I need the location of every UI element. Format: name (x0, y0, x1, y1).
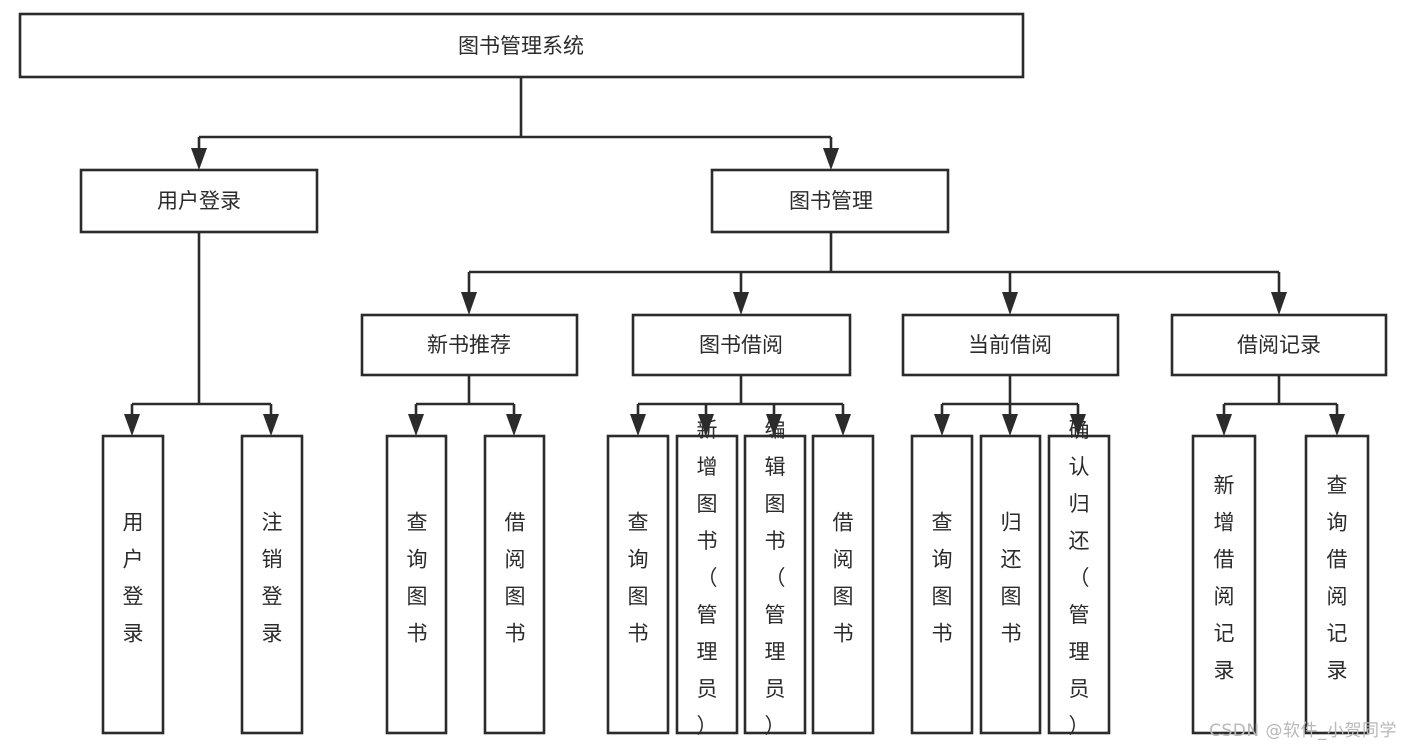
arrow-head-leaf-edit-book (766, 414, 782, 436)
node-user-login-label: 用户登录 (157, 189, 241, 213)
node-borrow-record[interactable]: 借阅记录 (1170, 313, 1388, 377)
node-book-manage-label: 图书管理 (789, 189, 873, 213)
arrow-head-leaf-confirm-return (1070, 414, 1086, 436)
edge-bookborrow-to-leaves (636, 375, 845, 424)
edge-userlogin-to-leaves (130, 232, 273, 424)
node-book-manage[interactable]: 图书管理 (710, 168, 950, 234)
node-leaf-confirm-return-box[interactable] (1047, 434, 1111, 735)
node-leaf-add-record[interactable]: 新增借阅记录 (1191, 434, 1257, 735)
arrow-head-leaf-query-book-1 (408, 414, 424, 436)
node-root[interactable]: 图书管理系统 (18, 12, 1025, 79)
node-leaf-query-book-1[interactable]: 查询图书 (385, 434, 448, 735)
arrow-head-leaf-query-book-2 (630, 414, 646, 436)
csdn-watermark: CSDN @软件_小贺同学 (1209, 721, 1397, 741)
node-leaf-query-book-3-label: 查询图书 (932, 511, 953, 646)
arrow-head-book-manage (823, 148, 839, 170)
node-leaf-add-book-box[interactable] (675, 434, 739, 735)
connector-layer (124, 77, 1345, 436)
edge-root-to-level2 (197, 77, 833, 158)
node-book-borrow[interactable]: 图书借阅 (631, 313, 852, 377)
node-leaf-confirm-return[interactable]: 确认归还（管理员） (1047, 418, 1111, 738)
node-new-book-rec-box[interactable] (360, 313, 579, 377)
arrow-head-leaf-query-book-3 (934, 414, 950, 436)
node-leaf-return-book-label: 归还图书 (1001, 511, 1022, 646)
arrow-head-leaf-logout (263, 414, 279, 436)
node-leaf-logout-label: 注销登录 (262, 511, 283, 646)
node-leaf-query-book-3-box[interactable] (910, 434, 974, 735)
arrow-head-leaf-borrow-book-2 (835, 414, 851, 436)
node-leaf-borrow-book-1-label: 借阅图书 (505, 511, 526, 646)
node-leaf-logout-box[interactable] (240, 434, 304, 735)
node-book-borrow-label: 图书借阅 (699, 333, 783, 357)
edge-newbookrec-to-leaves (414, 375, 516, 424)
arrow-head-leaf-user-login (124, 414, 140, 436)
node-leaf-query-record-box[interactable] (1304, 434, 1370, 735)
arrow-head-user-login (191, 148, 207, 170)
arrow-head-leaf-borrow-book-1 (506, 414, 522, 436)
node-leaf-borrow-book-2[interactable]: 借阅图书 (811, 434, 875, 735)
arrow-head-leaf-return-book (1002, 414, 1018, 436)
node-user-login-box[interactable] (79, 168, 319, 234)
node-leaf-borrow-book-2-box[interactable] (811, 434, 875, 735)
node-leaf-query-record-label: 查询借阅记录 (1327, 474, 1348, 683)
edge-bookmanage-to-level3 (467, 232, 1281, 302)
node-leaf-user-login[interactable]: 用户登录 (101, 434, 165, 735)
node-borrow-record-box[interactable] (1170, 313, 1388, 377)
node-leaf-add-book[interactable]: 新增图书（管理员） (675, 418, 739, 738)
node-leaf-user-login-label: 用户登录 (123, 511, 144, 646)
node-leaf-user-login-box[interactable] (101, 434, 165, 735)
node-leaf-return-book[interactable]: 归还图书 (979, 434, 1042, 735)
node-leaf-confirm-return-label: 确认归还（管理员） (1069, 418, 1090, 738)
node-borrow-record-label: 借阅记录 (1237, 333, 1321, 357)
node-leaf-borrow-book-1-box[interactable] (483, 434, 546, 735)
node-leaf-query-book-2[interactable]: 查询图书 (606, 434, 670, 735)
node-current-borrow-label: 当前借阅 (968, 333, 1052, 357)
node-current-borrow[interactable]: 当前借阅 (901, 313, 1120, 377)
node-leaf-query-book-2-box[interactable] (606, 434, 670, 735)
node-root-box[interactable] (18, 12, 1025, 79)
node-user-login[interactable]: 用户登录 (79, 168, 319, 234)
edge-borrowrecord-to-leaves (1222, 375, 1339, 424)
node-leaf-borrow-book-1[interactable]: 借阅图书 (483, 434, 546, 735)
node-new-book-rec[interactable]: 新书推荐 (360, 313, 579, 377)
node-leaf-borrow-book-2-label: 借阅图书 (833, 511, 854, 646)
node-leaf-edit-book[interactable]: 编辑图书（管理员） (743, 418, 807, 738)
arrow-head-leaf-add-record (1216, 414, 1232, 436)
node-leaf-add-record-box[interactable] (1191, 434, 1257, 735)
node-leaf-edit-book-label: 编辑图书（管理员） (765, 418, 786, 738)
node-leaf-add-book-label: 新增图书（管理员） (697, 418, 718, 738)
node-leaf-edit-book-box[interactable] (743, 434, 807, 735)
node-root-label: 图书管理系统 (458, 34, 584, 58)
node-leaf-query-book-1-label: 查询图书 (407, 511, 428, 646)
node-leaf-query-book-1-box[interactable] (385, 434, 448, 735)
arrow-head-leaf-add-book (698, 414, 714, 436)
arrow-head-book-borrow (733, 292, 749, 315)
node-leaf-logout[interactable]: 注销登录 (240, 434, 304, 735)
node-leaf-query-book-3[interactable]: 查询图书 (910, 434, 974, 735)
node-leaf-add-record-label: 新增借阅记录 (1214, 474, 1235, 683)
arrow-head-leaf-query-record (1329, 414, 1345, 436)
node-leaf-return-book-box[interactable] (979, 434, 1042, 735)
node-book-borrow-box[interactable] (631, 313, 852, 377)
arrow-head-current-borrow (1002, 292, 1018, 315)
node-leaf-query-book-2-label: 查询图书 (628, 511, 649, 646)
node-leaf-query-record[interactable]: 查询借阅记录 (1304, 434, 1370, 735)
node-new-book-rec-label: 新书推荐 (427, 333, 511, 357)
node-book-manage-box[interactable] (710, 168, 950, 234)
arrow-head-borrow-record (1271, 292, 1287, 315)
arrow-head-new-book-rec (461, 292, 477, 315)
node-current-borrow-box[interactable] (901, 313, 1120, 377)
